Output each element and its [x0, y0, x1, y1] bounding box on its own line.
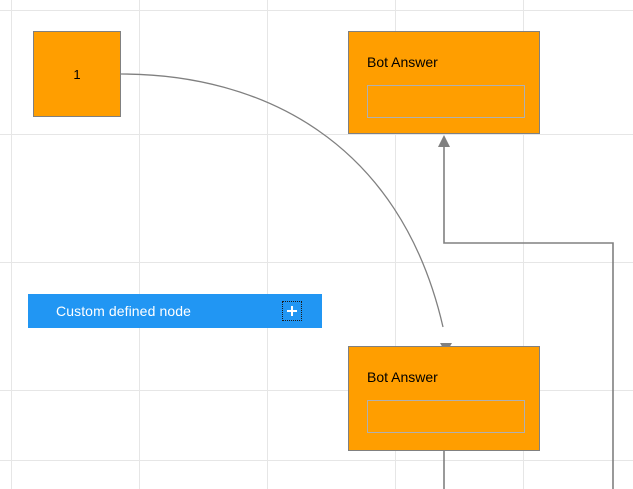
custom-defined-node-button[interactable]: Custom defined node	[28, 294, 322, 328]
custom-defined-node-label: Custom defined node	[56, 303, 191, 319]
grid-line-vertical	[11, 0, 12, 489]
node-bot-answer-top-field[interactable]	[367, 85, 525, 118]
node-bot-answer-bottom-title: Bot Answer	[367, 369, 438, 385]
grid-line-vertical	[139, 0, 140, 489]
grid-line-horizontal	[0, 134, 633, 135]
node-bot-answer-bottom[interactable]: Bot Answer	[348, 346, 540, 451]
grid-line-horizontal	[0, 10, 633, 11]
grid-line-horizontal	[0, 390, 633, 391]
grid-line-horizontal	[0, 262, 633, 263]
plus-icon[interactable]	[282, 301, 302, 321]
node-bot-answer-bottom-field[interactable]	[367, 400, 525, 433]
node-1-label: 1	[73, 66, 81, 82]
node-bot-answer-top[interactable]: Bot Answer	[348, 31, 540, 134]
grid-line-vertical	[267, 0, 268, 489]
grid-line-horizontal	[0, 460, 633, 461]
node-1[interactable]: 1	[33, 31, 121, 117]
node-bot-answer-top-title: Bot Answer	[367, 54, 438, 70]
